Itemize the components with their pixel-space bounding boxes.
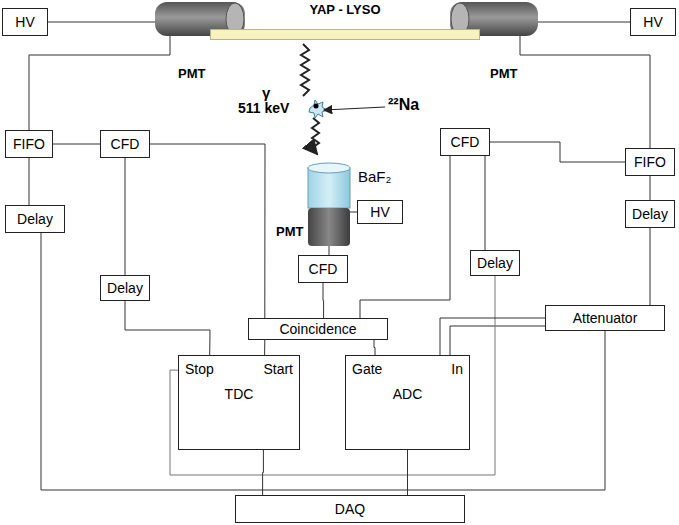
node-text: CFD bbox=[111, 136, 140, 152]
cfd-box: CFD bbox=[100, 130, 150, 158]
signal-wire bbox=[150, 144, 265, 318]
signal-wire bbox=[374, 340, 375, 355]
na22-source bbox=[309, 100, 385, 118]
node-text: Gate bbox=[352, 361, 382, 377]
daq-box: DAQ bbox=[235, 495, 465, 523]
node-text: Delay bbox=[107, 280, 143, 296]
signal-wire bbox=[170, 276, 495, 475]
signal-wire bbox=[125, 158, 126, 275]
node-text: HV bbox=[643, 14, 662, 30]
node-text: In bbox=[451, 361, 463, 377]
pmt-label: PMT bbox=[490, 66, 517, 81]
signal-wire bbox=[264, 340, 265, 355]
hv-box: HV bbox=[630, 8, 676, 36]
node-text: DAQ bbox=[335, 501, 365, 517]
gamma-ray bbox=[301, 44, 319, 154]
node-text: FIFO bbox=[13, 136, 45, 152]
signal-wire bbox=[650, 176, 651, 200]
pmt-label: PMT bbox=[276, 224, 303, 239]
node-text: HV bbox=[370, 204, 389, 220]
node-text: TDC bbox=[179, 386, 299, 402]
signal-wire bbox=[407, 450, 408, 495]
delay-box: Delay bbox=[625, 200, 675, 228]
baf2-detector bbox=[308, 163, 350, 246]
node-text: FIFO bbox=[634, 154, 666, 170]
node-text: YAP - LYSO bbox=[306, 2, 383, 17]
node-text: Delay bbox=[632, 206, 668, 222]
delay-box: Delay bbox=[470, 250, 520, 276]
fifo-box: FIFO bbox=[5, 130, 53, 158]
signal-wire bbox=[53, 144, 100, 145]
node-text: CFD bbox=[309, 261, 338, 277]
signal-wire bbox=[125, 301, 210, 355]
signal-wire bbox=[41, 233, 605, 490]
signal-wire bbox=[29, 158, 30, 205]
node-text: Start bbox=[263, 361, 293, 377]
pmt-label: PMT bbox=[178, 66, 205, 81]
node-text: Delay bbox=[17, 211, 53, 227]
energy-label: 511 keV bbox=[238, 100, 289, 116]
node-text: Attenuator bbox=[573, 310, 638, 326]
tdc-box: Stop StartTDC bbox=[178, 355, 300, 450]
signal-wire bbox=[262, 450, 264, 495]
signal-wire bbox=[650, 228, 651, 305]
gamma-label: γ bbox=[262, 84, 270, 101]
scintillator-crystal bbox=[210, 29, 480, 40]
isotope-label: ²²Na bbox=[388, 96, 419, 114]
cfd-box: CFD bbox=[298, 255, 348, 283]
adc-box: Gate InADC bbox=[345, 355, 470, 450]
fifo-box: FIFO bbox=[625, 148, 675, 176]
node-text: Stop bbox=[185, 361, 214, 377]
signal-wire bbox=[440, 318, 545, 355]
coincidence-box: Coincidence bbox=[248, 318, 388, 340]
hv-box: HV bbox=[2, 8, 48, 36]
crystal-bar: YAP - LYSO bbox=[210, 0, 480, 42]
delay-box: Delay bbox=[100, 275, 150, 301]
node-text: Coincidence bbox=[279, 321, 356, 337]
node-text: CFD bbox=[451, 134, 480, 150]
node-text: HV bbox=[15, 14, 34, 30]
node-text: ADC bbox=[346, 386, 469, 402]
node-text: Delay bbox=[477, 255, 513, 271]
signal-wire bbox=[490, 142, 625, 162]
signal-wire bbox=[485, 156, 486, 250]
delay-box: Delay bbox=[5, 205, 65, 233]
crystal-label: BaF₂ bbox=[358, 168, 391, 185]
hv-box: HV bbox=[357, 200, 403, 224]
attenuator-box: Attenuator bbox=[545, 305, 665, 331]
cfd-box: CFD bbox=[440, 128, 490, 156]
signal-wire bbox=[323, 283, 325, 318]
